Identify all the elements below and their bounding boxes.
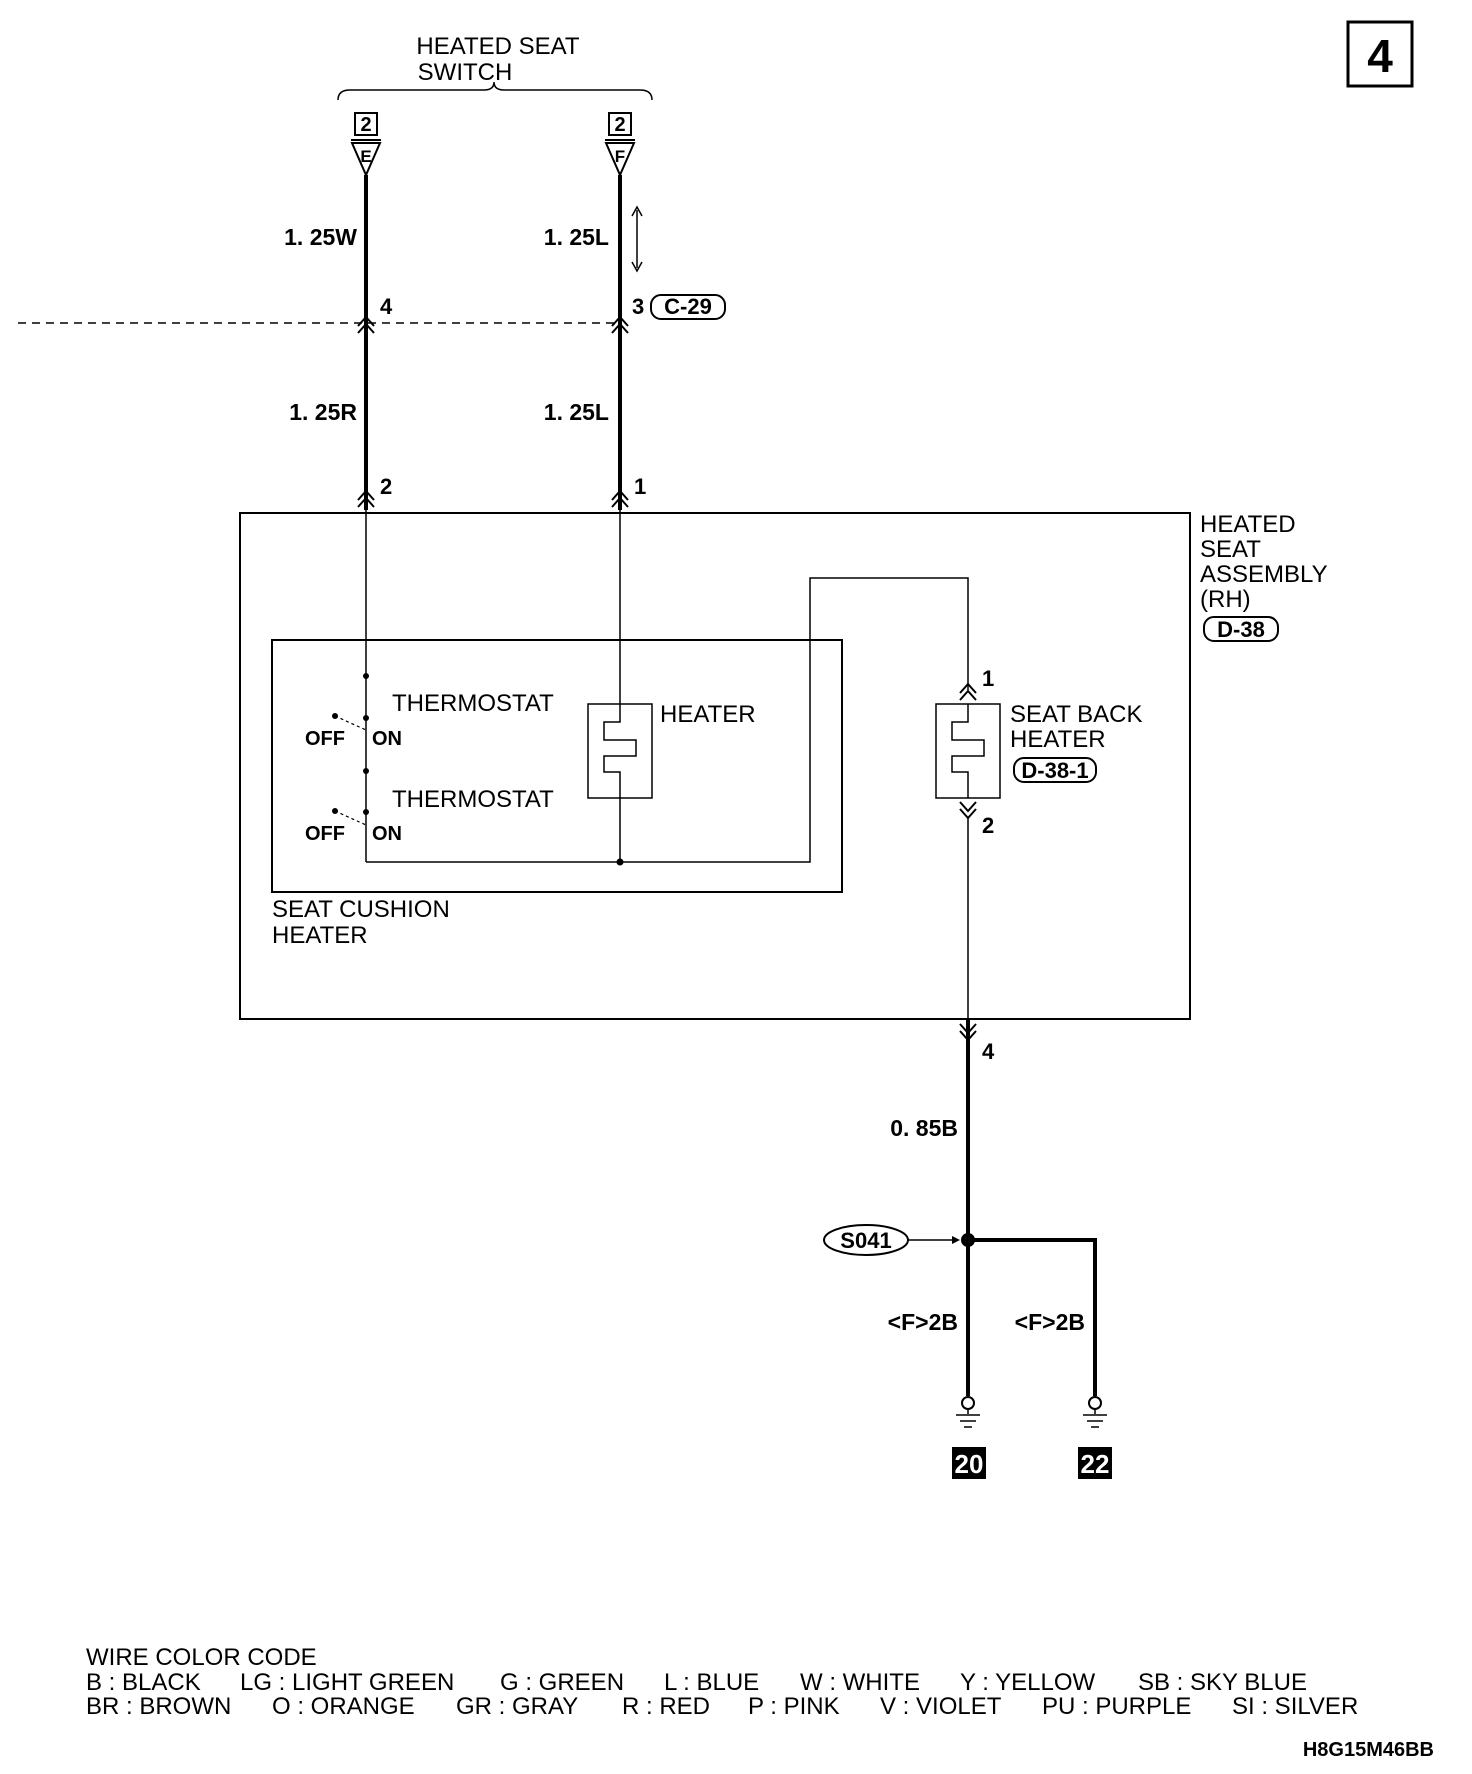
legend-w: W : WHITE <box>800 1669 920 1696</box>
pin-assy-left: 2 <box>380 474 392 499</box>
switch-terminal-e: 2 E <box>350 112 382 178</box>
wire-label-ground-left: <F>2B <box>888 1309 958 1335</box>
legend-lg: LG : LIGHT GREEN <box>240 1669 454 1696</box>
thermostat-2-label: THERMOSTAT <box>392 786 554 813</box>
harness-direction-arrow <box>631 205 643 273</box>
connector-c29-tag: C-29 <box>650 294 726 320</box>
switch-title-line2: SWITCH <box>418 59 513 86</box>
legend-p: P : PINK <box>748 1693 840 1720</box>
assy-right-chevron <box>611 489 629 508</box>
seat-cushion-label-line1: SEAT CUSHION <box>272 896 450 923</box>
svg-text:2: 2 <box>614 114 625 136</box>
assembly-label-line2: SEAT <box>1200 536 1261 563</box>
legend-y: Y : YELLOW <box>960 1669 1096 1696</box>
legend-v: V : VIOLET <box>880 1693 1002 1720</box>
pin-assy-ground: 4 <box>982 1039 995 1064</box>
switch-brace <box>337 81 653 101</box>
legend-gr: GR : GRAY <box>456 1693 578 1720</box>
wire-label-right-upper: 1. 25L <box>544 224 609 250</box>
assembly-label-line3: ASSEMBLY <box>1200 561 1328 588</box>
wire-label-left-upper: 1. 25W <box>284 224 357 250</box>
heater-coil-icon <box>603 704 637 798</box>
wire-label-left-lower: 1. 25R <box>289 399 357 425</box>
wire-label-right-lower: 1. 25L <box>544 399 609 425</box>
seat-back-top-chevron <box>959 682 977 701</box>
c29-right-chevron <box>611 315 629 334</box>
pin-c29-right: 3 <box>632 294 644 319</box>
cushion-heater-label: HEATER <box>660 701 756 728</box>
svg-text:F: F <box>615 147 625 166</box>
seat-cushion-label-line2: HEATER <box>272 922 368 949</box>
legend-l: L : BLUE <box>664 1669 759 1696</box>
pin-c29-left: 4 <box>380 294 393 319</box>
ground-point-22: 22 <box>1078 1447 1112 1479</box>
svg-text:D-38-1: D-38-1 <box>1021 758 1088 783</box>
svg-text:S041: S041 <box>840 1228 891 1253</box>
pin-back-top: 1 <box>982 666 994 691</box>
legend-g: G : GREEN <box>500 1669 624 1696</box>
splice-s041-tag: S041 <box>823 1224 909 1256</box>
seat-back-coil-icon <box>951 704 985 798</box>
c29-left-chevron <box>357 315 375 334</box>
thermostat-1-on: ON <box>372 728 402 750</box>
heated-seat-assembly-box <box>239 512 1191 1020</box>
thermostat-2-on: ON <box>372 823 402 845</box>
legend-r: R : RED <box>622 1693 710 1720</box>
wire-cushion-loop <box>366 577 969 863</box>
diagram-code: H8G15M46BB <box>1303 1739 1434 1761</box>
ground-point-20: 20 <box>952 1447 986 1479</box>
assembly-label-line1: HEATED <box>1200 511 1296 538</box>
thermostat-1-off: OFF <box>305 728 345 750</box>
svg-text:20: 20 <box>955 1449 984 1479</box>
assembly-label-line4: (RH) <box>1200 586 1251 613</box>
connector-d38-1-tag: D-38-1 <box>1013 757 1097 783</box>
svg-text:22: 22 <box>1081 1449 1110 1479</box>
connector-d38-tag: D-38 <box>1203 616 1279 642</box>
legend-si: SI : SILVER <box>1232 1693 1358 1720</box>
page-number: 4 <box>1367 30 1393 82</box>
seat-back-label-line2: HEATER <box>1010 726 1106 753</box>
legend-title: WIRE COLOR CODE <box>86 1644 317 1671</box>
wire-ground-branch <box>968 1238 1097 1396</box>
thermostat-1-switch <box>332 673 369 731</box>
thermostat-1-label: THERMOSTAT <box>392 690 554 717</box>
pin-back-bottom: 2 <box>982 813 994 838</box>
svg-text:E: E <box>360 147 371 166</box>
ground-symbol-left-icon <box>956 1396 980 1428</box>
thermostat-2-switch <box>332 768 369 826</box>
svg-text:C-29: C-29 <box>664 294 712 319</box>
wire-label-ground-main: 0. 85B <box>890 1115 958 1141</box>
svg-text:D-38: D-38 <box>1217 617 1265 642</box>
legend-b: B : BLACK <box>86 1669 201 1696</box>
ground-symbol-right-icon <box>1083 1396 1107 1428</box>
svg-text:2: 2 <box>360 114 371 136</box>
legend-pu: PU : PURPLE <box>1042 1693 1191 1720</box>
pin-assy-right: 1 <box>634 474 646 499</box>
seat-back-label-line1: SEAT BACK <box>1010 701 1143 728</box>
assy-left-chevron <box>357 489 375 508</box>
legend-sb: SB : SKY BLUE <box>1138 1669 1307 1696</box>
seat-back-bottom-chevron <box>959 801 977 820</box>
switch-terminal-f: 2 F <box>604 112 636 178</box>
switch-title-line1: HEATED SEAT <box>416 33 579 60</box>
wire-label-ground-right: <F>2B <box>1015 1309 1085 1335</box>
thermostat-2-off: OFF <box>305 823 345 845</box>
seat-cushion-heater-box <box>271 639 843 893</box>
legend-br: BR : BROWN <box>86 1693 231 1720</box>
page-number-box <box>1346 20 1414 88</box>
legend-o: O : ORANGE <box>272 1693 415 1720</box>
